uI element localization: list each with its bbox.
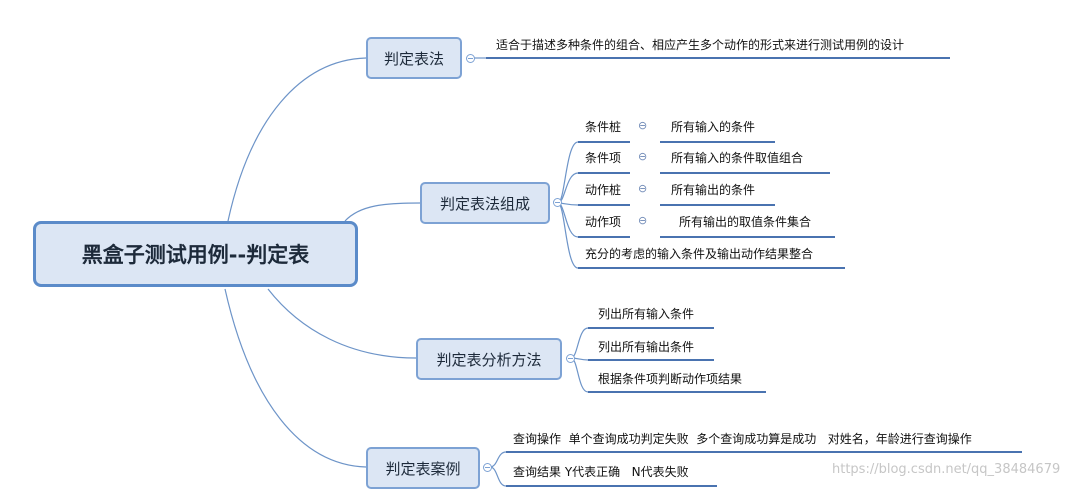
leaf-topic-value[interactable]: 所有输出的条件: [671, 183, 756, 197]
branch-topic-2[interactable]: 判定表法组成: [420, 182, 550, 224]
branch-topic-label: 判定表分析方法: [436, 350, 542, 369]
leaf-topic[interactable]: 适合于描述多种条件的组合、相应产生多个动作的形式来进行测试用例的设计: [496, 38, 905, 52]
leaf-topic[interactable]: 根据条件项判断动作项结果: [598, 372, 743, 386]
leaf-topic-value[interactable]: 所有输出的取值条件集合: [679, 215, 812, 229]
connector-root-branch-2: [344, 202, 421, 222]
branch-topic-4[interactable]: 判定表案例: [366, 447, 480, 489]
collapse-toggle-icon[interactable]: ⊖: [638, 182, 648, 195]
collapse-toggle-icon[interactable]: [553, 198, 562, 207]
branch-topic-label: 判定表法组成: [439, 194, 530, 213]
leaf-topic-key[interactable]: 条件桩: [585, 120, 622, 134]
collapse-toggle-icon[interactable]: ⊖: [638, 119, 648, 132]
leaf-topic-key[interactable]: 条件项: [585, 151, 622, 165]
leaf-topic-value[interactable]: 所有输入的条件: [671, 120, 756, 134]
branch-topic-1[interactable]: 判定表法: [366, 37, 462, 79]
leaf-topic-key[interactable]: 动作项: [585, 215, 622, 229]
connector-root-branch-1: [227, 57, 367, 222]
branch-topic-label: 判定表案例: [385, 459, 461, 478]
collapse-toggle-icon[interactable]: [566, 354, 575, 363]
collapse-toggle-icon[interactable]: ⊖: [638, 150, 648, 163]
leaf-topic-value[interactable]: 所有输入的条件取值组合: [671, 151, 804, 165]
collapse-toggle-icon[interactable]: [466, 54, 475, 63]
leaf-topic[interactable]: 查询操作 单个查询成功判定失败 多个查询成功算是成功 对姓名，年龄进行查询操作: [513, 432, 972, 446]
leaf-topic[interactable]: 列出所有输出条件: [598, 340, 695, 354]
leaf-topic-key[interactable]: 动作桩: [585, 183, 622, 197]
leaf-topic[interactable]: 查询结果 Y代表正确 N代表失败: [513, 465, 689, 479]
leaf-topic[interactable]: 充分的考虑的输入条件及输出动作结果整合: [585, 247, 814, 261]
watermark: https://blog.csdn.net/qq_38484679: [832, 462, 1061, 477]
leaf-underlines: [486, 57, 1022, 487]
branch-topic-3[interactable]: 判定表分析方法: [416, 338, 562, 380]
collapse-toggle-icon[interactable]: [483, 463, 492, 472]
connector-root-branch-4: [224, 288, 367, 468]
branch-topic-label: 判定表法: [383, 49, 444, 68]
connector-root-branch-3: [267, 288, 417, 359]
root-topic[interactable]: 黑盒子测试用例--判定表: [33, 221, 358, 287]
root-topic-label: 黑盒子测试用例--判定表: [81, 243, 310, 267]
leaf-topic[interactable]: 列出所有输入条件: [598, 307, 695, 321]
collapse-toggle-icon[interactable]: ⊖: [638, 214, 648, 227]
